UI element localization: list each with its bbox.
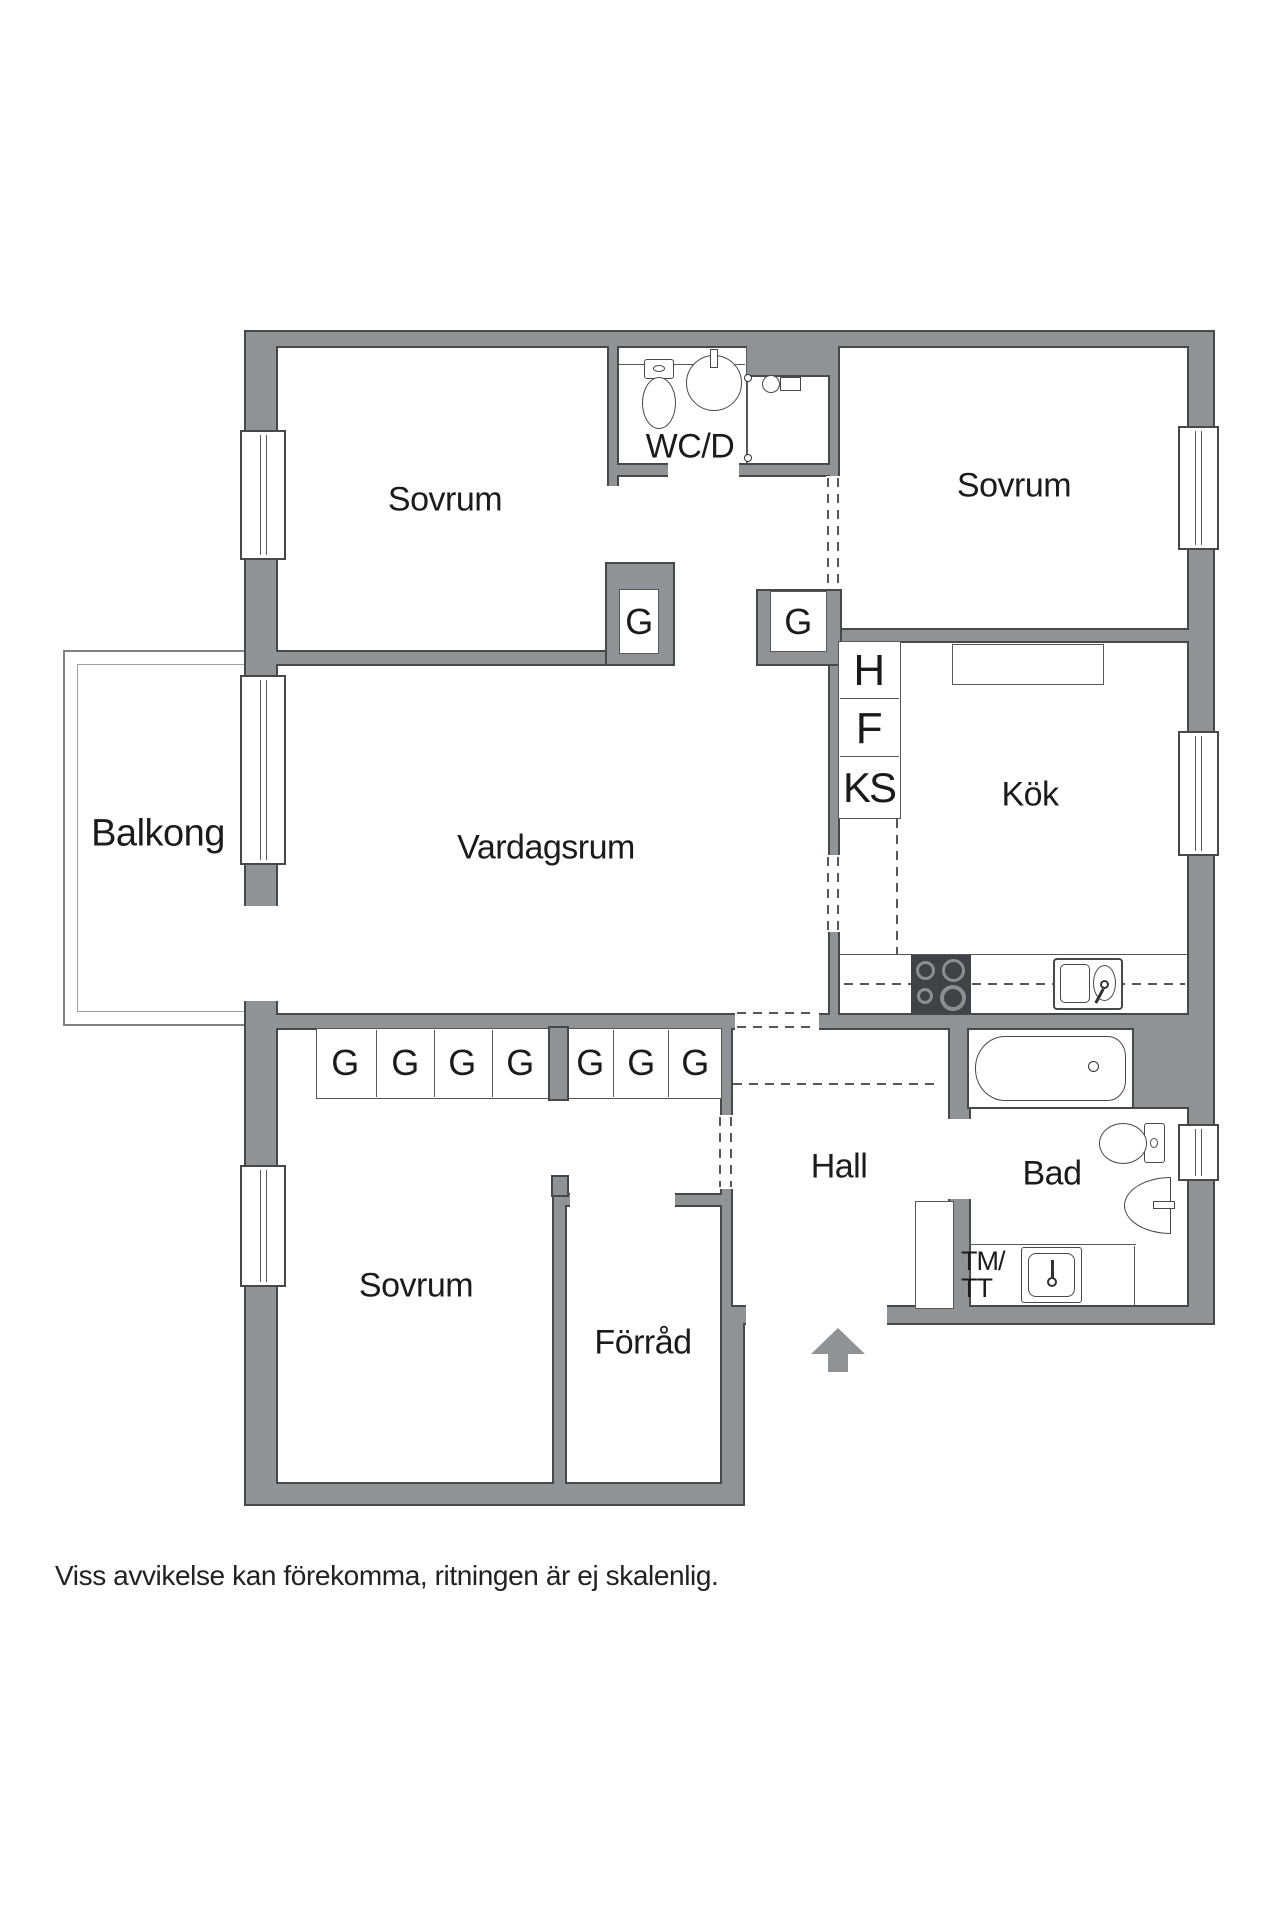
laundry-counter-edge	[969, 1244, 1136, 1245]
faucet-icon	[710, 349, 718, 368]
closet-letter: G	[625, 601, 653, 642]
balcony-outline	[63, 650, 246, 1026]
shower-faucet-knob	[762, 375, 780, 393]
bathtub-drain	[1088, 1061, 1099, 1072]
closet-letter: G	[681, 1042, 709, 1083]
room-label-bedroom-top-right: Sovrum	[956, 466, 1072, 505]
bath-niche-wall	[1126, 1028, 1189, 1109]
partition-hinge	[744, 374, 752, 382]
entry-arrow-stem	[828, 1354, 848, 1372]
faucet-icon	[1100, 980, 1109, 989]
counter-edge	[840, 954, 1187, 955]
window	[240, 430, 286, 560]
window	[240, 1165, 286, 1287]
closet-letter: G	[448, 1042, 476, 1083]
closet-upper-right	[770, 591, 827, 652]
faucet-icon	[1047, 1277, 1057, 1287]
room-label-bedroom-bottom: Sovrum	[358, 1266, 474, 1305]
disclaimer-text: Viss avvikelse kan förekomma, ritningen …	[55, 1560, 719, 1591]
closet-letter: G	[506, 1042, 534, 1083]
bathtub-icon	[975, 1036, 1126, 1101]
entry-arrow-icon	[811, 1328, 865, 1354]
patch-corridor-open	[278, 1191, 554, 1197]
room-label-wc-shower: WC/D	[645, 427, 735, 466]
window	[1178, 731, 1219, 856]
unit-label-h: H	[853, 646, 885, 695]
door-wc	[668, 459, 739, 481]
window	[240, 675, 286, 865]
wc-shelf-line	[619, 364, 745, 365]
closet-letter: G	[331, 1042, 359, 1083]
toilet-bowl	[1099, 1123, 1147, 1164]
room-label-balcony: Balkong	[91, 812, 225, 855]
door-bedroom-top-left	[605, 486, 621, 564]
unit-label-ks: KS	[842, 764, 897, 811]
faucet-icon	[1153, 1201, 1175, 1209]
room-living	[276, 664, 830, 1015]
balcony-inner-rail	[77, 664, 246, 1012]
room-label-bathroom: Bad	[1022, 1154, 1083, 1193]
room-label-living: Vardagsrum	[457, 828, 635, 867]
entrance-opening	[746, 1301, 887, 1327]
opening-living-hall	[735, 1011, 819, 1032]
room-storage	[565, 1205, 722, 1484]
room-label-kitchen: Kök	[1001, 775, 1059, 814]
wardrobe-row	[316, 1028, 722, 1099]
toilet-button	[1150, 1138, 1158, 1148]
door-storage	[570, 1189, 675, 1209]
kitchen-cabinet	[952, 644, 1104, 685]
room-bedroom-top-right	[838, 346, 1189, 630]
hall-cabinet	[915, 1201, 954, 1309]
room-hall	[731, 1028, 950, 1307]
opening-lobby-living	[675, 646, 756, 684]
room-label-bedroom-top-left: Sovrum	[387, 480, 503, 519]
closet-letter: G	[391, 1042, 419, 1083]
partition-hinge	[744, 454, 752, 462]
wardrobe-row-divider-wall	[548, 1026, 569, 1101]
unit-label-f: F	[855, 704, 883, 753]
window	[1178, 426, 1219, 550]
closet-upper-left	[619, 589, 659, 654]
unit-label-washer-dryer: TM/ TT	[961, 1246, 1005, 1303]
storage-wall-tab	[551, 1175, 569, 1197]
closet-letter: G	[784, 601, 812, 642]
balcony-door-opening	[242, 906, 280, 1001]
room-label-storage: Förråd	[594, 1323, 692, 1362]
closet-letter: G	[627, 1042, 655, 1083]
toilet-bowl	[642, 377, 676, 429]
window	[1178, 1124, 1219, 1181]
toilet-button	[653, 365, 665, 372]
door-bathroom	[946, 1119, 973, 1199]
room-label-hall: Hall	[810, 1147, 868, 1186]
hfks-column	[838, 641, 901, 819]
closet-letter: G	[576, 1042, 604, 1083]
shower-faucet-icon	[780, 377, 801, 391]
